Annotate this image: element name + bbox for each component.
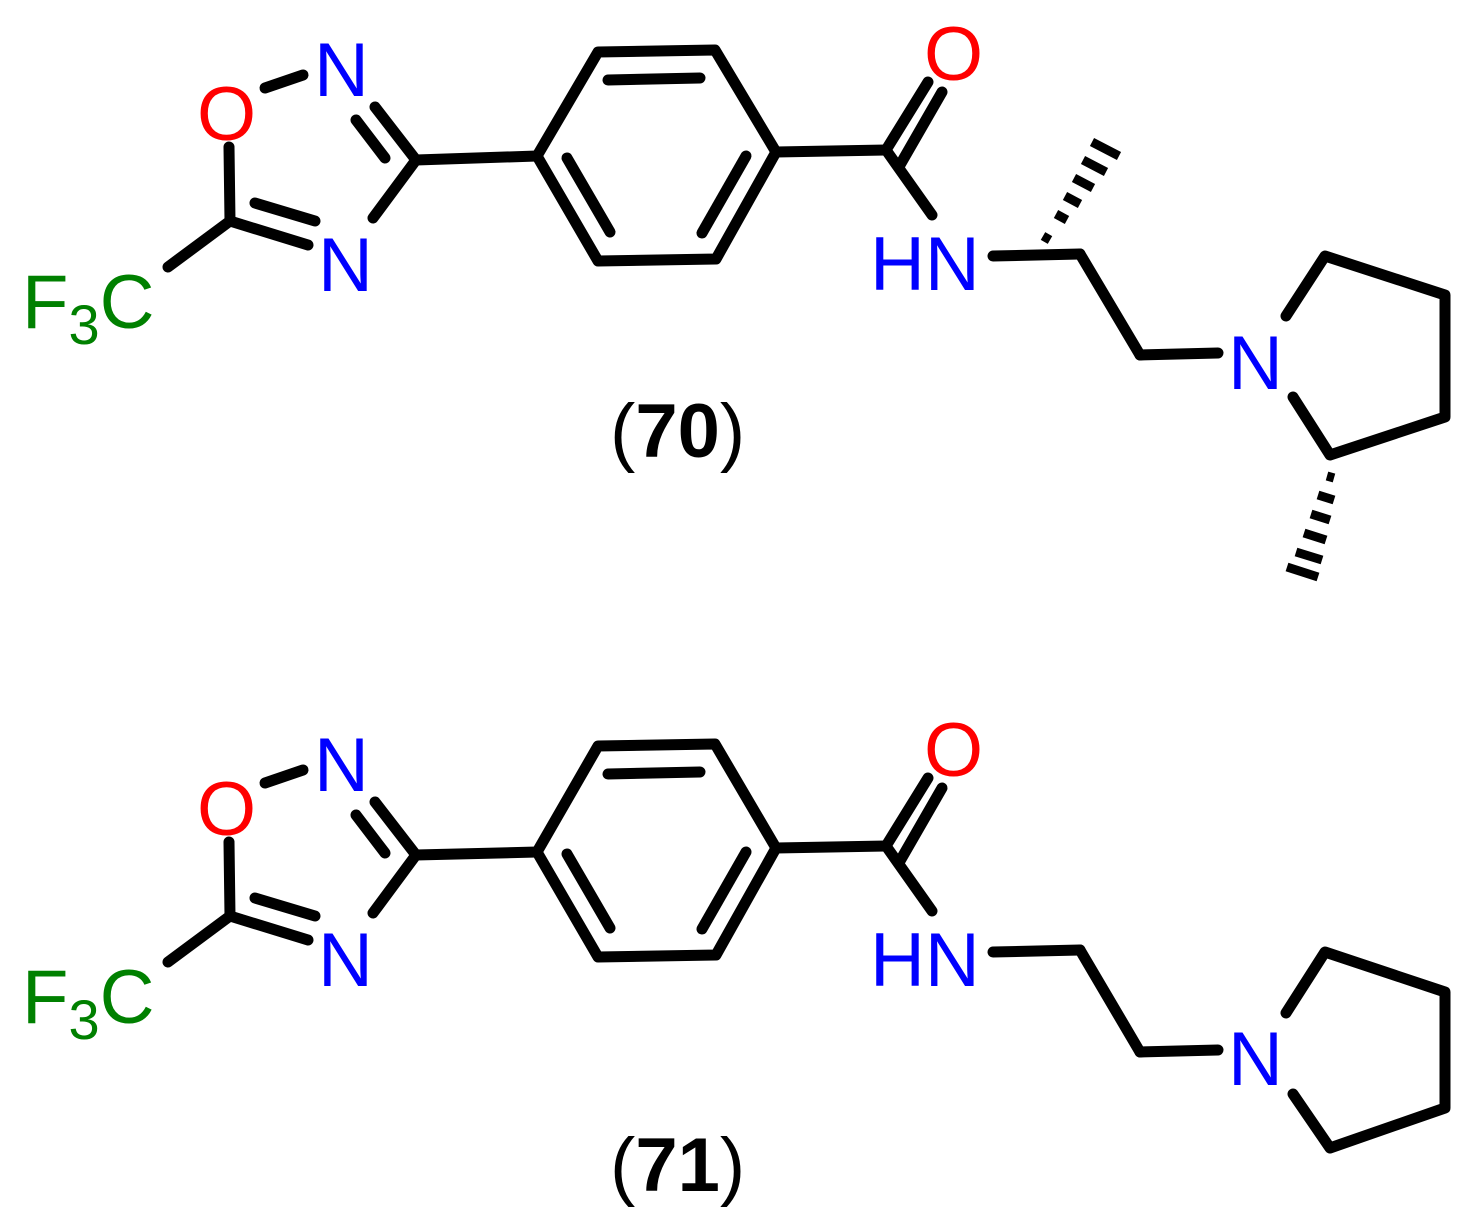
hashed-wedge-methyl-2 bbox=[1285, 471, 1336, 582]
bond-c5-cf3 bbox=[162, 910, 236, 968]
bond-c3-n2 bbox=[369, 796, 422, 861]
bond-c5-cf3 bbox=[162, 215, 236, 273]
atom-ring-oxygen: O bbox=[197, 767, 256, 852]
compound-71: O N N F3C O HN N (71) bbox=[22, 708, 1451, 1208]
atom-amide-nh: HN bbox=[870, 222, 980, 307]
atom-cf3-group: F3C bbox=[22, 260, 154, 356]
bond-ch-ch2 bbox=[1074, 248, 1146, 361]
atom-cf3-f: F bbox=[22, 955, 68, 1040]
bond-carbonyl-n bbox=[880, 144, 938, 221]
bond-ch2-ch2 bbox=[1074, 944, 1146, 1058]
compound-70: O N N F3C O HN N (70) bbox=[22, 12, 1451, 582]
bond-ch2-npyr bbox=[1134, 1044, 1224, 1058]
bond-ch2-npyr bbox=[1134, 347, 1224, 361]
bond-n4-c3 bbox=[367, 849, 422, 919]
compound-number-71: 71 bbox=[635, 1123, 720, 1208]
bond-carbonyl-o-double bbox=[894, 782, 948, 867]
bond-oxadiazole-phenyl bbox=[410, 846, 543, 861]
atom-cf3-group: F3C bbox=[22, 955, 154, 1051]
atom-pyrrolidine-nitrogen: N bbox=[1228, 1017, 1283, 1102]
benzene-double-1 bbox=[602, 72, 706, 86]
compound-number-70: 70 bbox=[635, 389, 720, 474]
atom-ring-nitrogen-4: N bbox=[318, 918, 373, 1003]
bond-o-n bbox=[259, 764, 309, 789]
atom-cf3-subscript: 3 bbox=[68, 988, 99, 1051]
bond-carbonyl-o bbox=[880, 76, 934, 156]
bond-o-n bbox=[259, 69, 309, 94]
bond-n4-c3 bbox=[367, 154, 422, 224]
bond-n-ch bbox=[987, 248, 1086, 262]
atom-carbonyl-oxygen: O bbox=[924, 12, 983, 97]
compound-label-71: (71) bbox=[610, 1123, 745, 1208]
atom-ring-nitrogen-2: N bbox=[314, 28, 369, 113]
bond-n-ch2 bbox=[987, 944, 1086, 958]
atom-cf3-subscript: 3 bbox=[68, 293, 99, 356]
bond-carbonyl-o bbox=[880, 772, 934, 852]
bond-o-c5 bbox=[223, 141, 236, 227]
pyrrolidine-ring bbox=[1280, 250, 1451, 461]
atom-pyrrolidine-nitrogen: N bbox=[1228, 321, 1283, 406]
atom-cf3-f: F bbox=[22, 260, 68, 345]
benzene-double-1 bbox=[602, 766, 706, 780]
bond-oxadiazole-phenyl bbox=[410, 150, 543, 166]
atom-amide-nh: HN bbox=[870, 918, 980, 1003]
bond-phenyl-carbonyl bbox=[770, 144, 892, 158]
benzene-double-2 bbox=[696, 150, 752, 239]
benzene-double-3 bbox=[561, 848, 616, 934]
bond-c5-n4 bbox=[224, 215, 314, 251]
atom-ring-nitrogen-2: N bbox=[314, 723, 369, 808]
benzene-double-3 bbox=[561, 152, 616, 238]
atom-ring-nitrogen-4: N bbox=[318, 223, 373, 308]
bond-c3-n2-double bbox=[350, 114, 391, 164]
atom-cf3-c: C bbox=[100, 955, 155, 1040]
bond-c5-n4-double bbox=[249, 197, 321, 227]
atom-carbonyl-oxygen: O bbox=[924, 708, 983, 793]
bond-phenyl-carbonyl bbox=[770, 840, 892, 854]
hashed-wedge-methyl-1 bbox=[1040, 138, 1122, 244]
bond-carbonyl-n bbox=[880, 840, 938, 917]
bond-carbonyl-o-double bbox=[894, 86, 948, 171]
bond-o-c5 bbox=[223, 836, 236, 922]
atom-ring-oxygen: O bbox=[197, 72, 256, 157]
benzene-double-2 bbox=[696, 846, 752, 935]
bond-c3-n2 bbox=[369, 101, 422, 166]
bond-c5-n4 bbox=[224, 910, 314, 946]
atom-cf3-c: C bbox=[100, 260, 155, 345]
bond-c5-n4-double bbox=[249, 892, 321, 922]
compound-label-70: (70) bbox=[610, 389, 745, 474]
pyrrolidine-ring bbox=[1280, 946, 1451, 1154]
bond-c3-n2-double bbox=[350, 809, 391, 859]
